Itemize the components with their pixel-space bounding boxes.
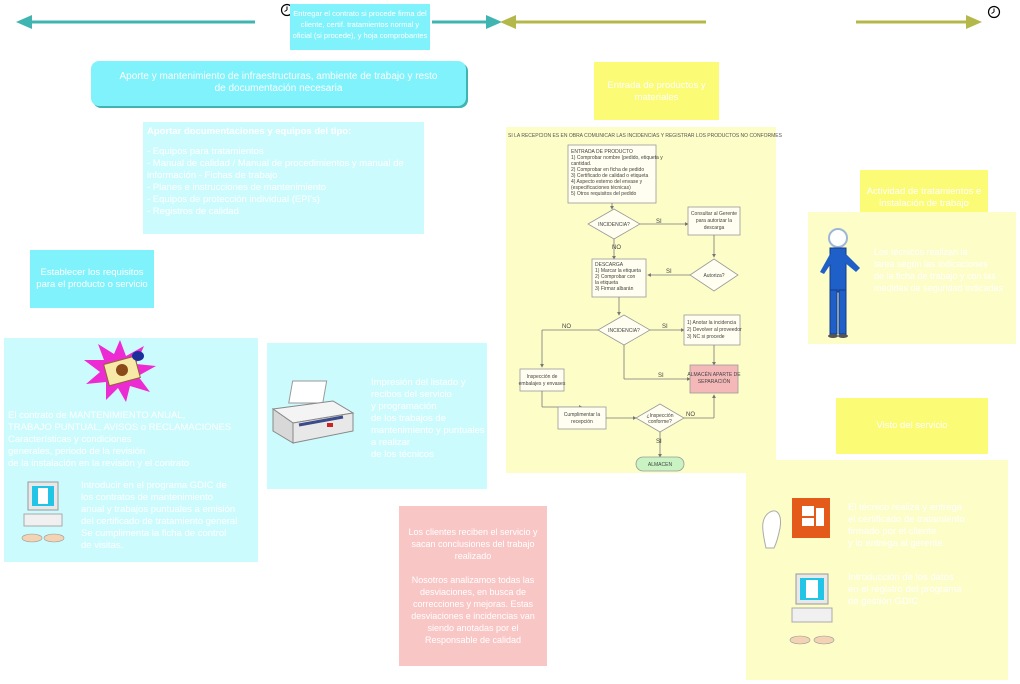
flowchart-title: SI LA RECEPCION ES EN OBRA COMUNICAR LAS… xyxy=(508,133,782,139)
flow-no-label: NO xyxy=(612,245,621,251)
equipment-box: Aportar documentaciones y equipos del ti… xyxy=(143,122,424,234)
contract-sub-text: Introducir en el programa GDIC de los co… xyxy=(81,480,238,551)
printer-text: Impresión del listado y recibos del serv… xyxy=(371,377,485,460)
flow-entry-box xyxy=(567,144,657,204)
flowchart-diagram: ENTRADA DE PRODUCTO 1) Comprobar nombre … xyxy=(519,144,742,472)
worker-figure-icon xyxy=(820,228,860,338)
flow-complete-line: Cumplimentar la xyxy=(564,412,601,418)
flow-unload-line: DESCARGA xyxy=(595,262,624,268)
flow-entry-line: 5) Otros requisitos del pedido xyxy=(571,191,637,197)
flow-unload-line: 3) Firmar albarán xyxy=(595,286,634,292)
flow-incident-line: 3) NC si procede xyxy=(687,334,725,340)
equipment-box-title: Aportar documentaciones y equipos del ti… xyxy=(147,126,352,137)
computer-icon xyxy=(21,481,65,543)
flow-incident-line: 1) Anotar la incidencia xyxy=(687,320,736,326)
worker-box: Los técnicos realizan la tarea según las… xyxy=(808,212,1016,344)
flow-unload-line: 2) Comprobar con xyxy=(595,274,636,280)
clock-icon xyxy=(987,5,1001,19)
flow-entry-line: 4) Aspecto externo del envase y xyxy=(571,179,643,185)
flow-separation-line: ALMACÉN APARTE DE xyxy=(687,371,741,378)
flow-consult-line: Consultar al Gerente xyxy=(691,211,737,217)
flow-incident-box xyxy=(683,314,741,346)
worker-text: Los técnicos realizan la tarea según las… xyxy=(874,247,1004,293)
flow-yes-label: SI xyxy=(658,373,664,379)
flow-decision-3-label: INCIDENCIA? xyxy=(608,328,640,334)
equipment-box-items: - Equipos para tratamientos - Manual de … xyxy=(147,146,404,217)
flow-complete-box xyxy=(557,406,607,430)
gdic-record-text: Introducción de los datos en el registro… xyxy=(848,572,962,607)
office-window-icon xyxy=(762,498,830,549)
flow-decision-4-line: conforme? xyxy=(648,419,672,425)
flow-yes-label: SI xyxy=(656,219,662,225)
flow-decision-2-label: Autoriza? xyxy=(703,273,724,279)
flow-entry-line: 2) Comprobar en ficha de pedido xyxy=(571,167,644,173)
flow-incident-line: 2) Devolver al proveedor xyxy=(687,327,742,333)
flow-entry-line: (especificaciones técnicas) xyxy=(571,185,631,191)
flow-unload-line: 1) Marcar la etiqueta xyxy=(595,268,641,274)
contract-box: El contrato de MANTENIMIENTO ANUAL, TRAB… xyxy=(4,338,258,562)
flow-inspection-line: embalajes y envases xyxy=(519,381,566,387)
flow-yes-label: SI xyxy=(666,269,672,275)
flow-separation-box xyxy=(689,364,739,394)
product-input-box: Entrada de productos y materiales xyxy=(594,62,719,120)
flow-no-label: NO xyxy=(686,412,695,418)
printer-box: Impresión del listado y recibos del serv… xyxy=(267,343,487,489)
flow-consult-box xyxy=(687,206,741,236)
contract-delivery-label: Entregar el contrato si procede firma de… xyxy=(290,4,430,50)
contract-text: El contrato de MANTENIMIENTO ANUAL, TRAB… xyxy=(8,410,232,469)
flow-inspection-box xyxy=(519,368,565,392)
client-feedback-box: Los clientes reciben el servicio y sacan… xyxy=(399,506,547,666)
service-review-box: Visto del servicio xyxy=(836,398,988,454)
top-arrows xyxy=(16,15,982,29)
flow-consult-line: para autorizar la xyxy=(696,218,732,224)
flow-separation-line: SEPARACIÓN xyxy=(698,378,731,385)
flow-decision-1-label: INCIDENCIA? xyxy=(598,222,630,228)
flow-yes-label: SI xyxy=(662,324,668,330)
flow-entry-line: 1) Comprobar nombre (pedido, etiqueta y xyxy=(571,155,663,161)
flow-consult-line: descarga xyxy=(704,225,725,231)
flow-unload-line: la etiqueta xyxy=(595,280,618,286)
flow-warehouse-box xyxy=(635,456,685,472)
flow-entry-line: 3) Certificado de calidad o etiqueta xyxy=(571,173,648,179)
infrastructure-header-box: Aporte y mantenimiento de infraestructur… xyxy=(91,61,466,106)
flow-unload-box xyxy=(591,258,647,298)
flow-yes-label: SI xyxy=(656,439,662,445)
requirements-box: Establecer los requisitos para el produc… xyxy=(30,250,154,308)
flow-decision-4-line: ¿Inspección xyxy=(647,413,674,419)
flow-entry-line: ENTRADA DE PRODUCTO xyxy=(571,149,633,155)
flow-no-label: NO xyxy=(562,324,571,330)
certificate-text: El técnico realiza y entrega el certific… xyxy=(848,502,965,549)
flow-entry-line: cantidad. xyxy=(571,161,591,167)
printer-icon xyxy=(271,380,355,444)
seal-burst-icon xyxy=(84,340,156,402)
flow-decision-2 xyxy=(689,258,739,292)
computer-icon xyxy=(789,573,835,645)
flow-complete-line: recepción xyxy=(571,419,593,425)
bottom-right-box: El técnico realiza y entrega el certific… xyxy=(746,460,1008,680)
flow-warehouse-label: ALMACEN xyxy=(648,462,673,468)
flow-inspection-line: Inspección de xyxy=(527,374,558,380)
